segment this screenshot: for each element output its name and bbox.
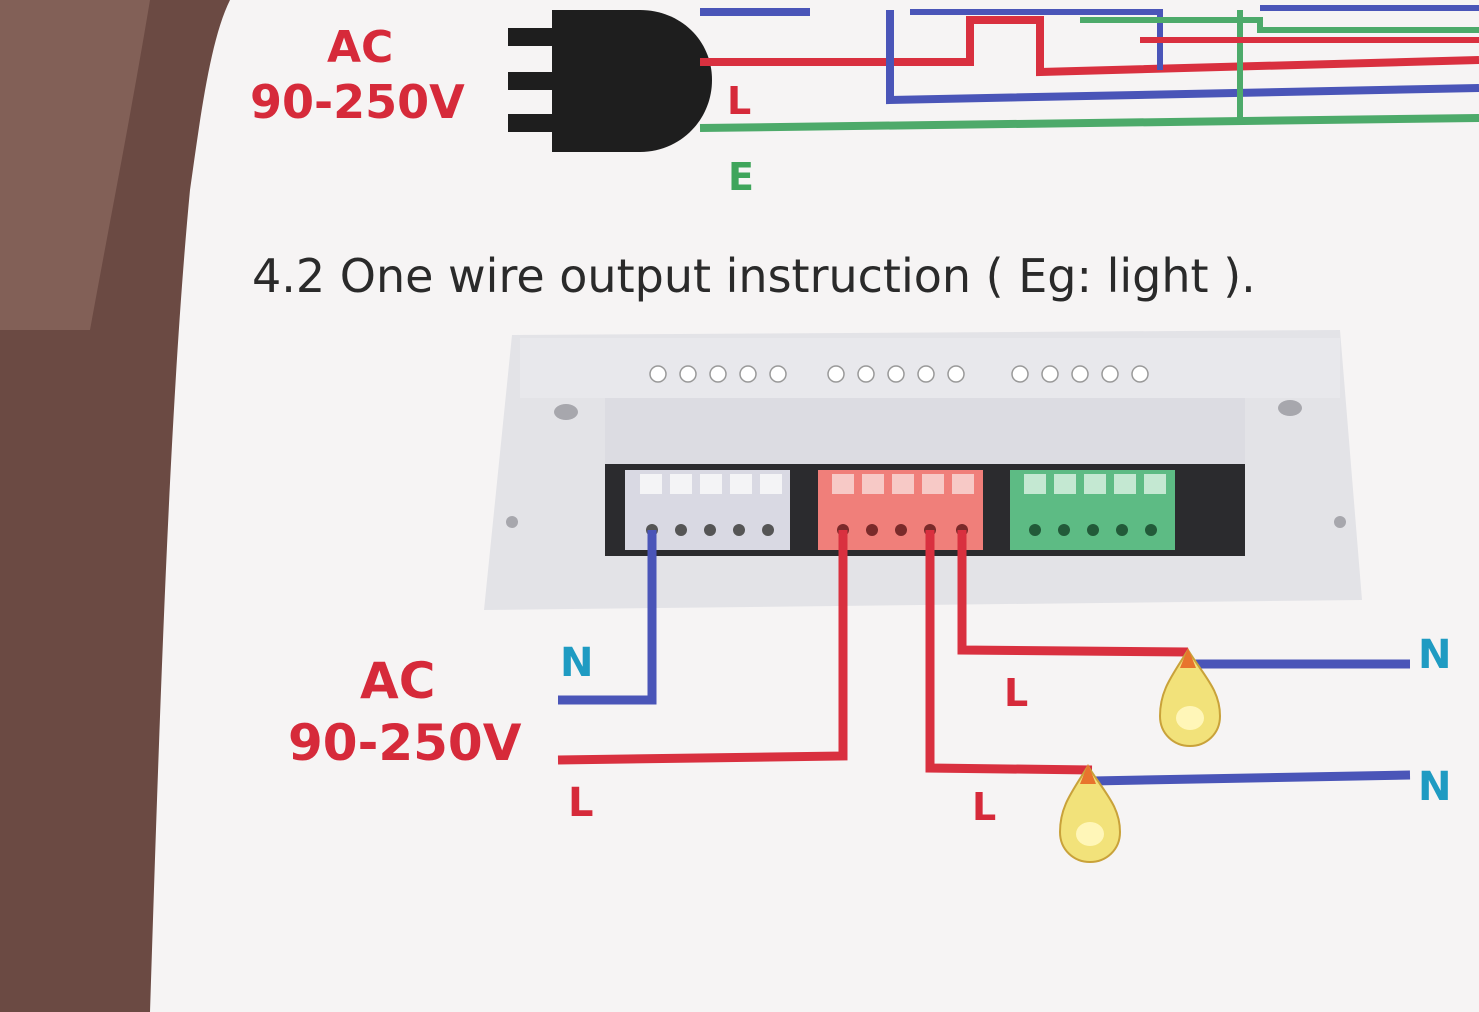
- lamp2-live-label: L: [972, 785, 996, 829]
- lamp1-neutral-label: N: [1418, 632, 1451, 678]
- bulb-icon: [1058, 764, 1122, 864]
- live-input-label: L: [568, 780, 594, 826]
- top-terminal-screws: [649, 365, 1149, 383]
- lamp2-neutral-wire: [1091, 770, 1411, 786]
- terminal-block-green: [1010, 470, 1175, 550]
- neutral-input-wire: [558, 530, 657, 705]
- lamp1-live-wire: [957, 530, 1189, 657]
- relay-module: [484, 330, 1362, 610]
- neutral-input-label: N: [560, 640, 593, 686]
- mount-hole: [554, 404, 578, 420]
- top-ac-label: AC: [327, 22, 393, 73]
- lamp2-live-wire: [925, 530, 1093, 775]
- top-wiring-section: AC 90-250V L E: [250, 5, 1479, 199]
- top-voltage-label: 90-250V: [250, 75, 465, 129]
- bulb-icon: [1158, 648, 1222, 748]
- section-title: 4.2 One wire output instruction ( Eg: li…: [252, 249, 1256, 303]
- plug-icon: [508, 10, 712, 152]
- top-earth-label: E: [728, 155, 754, 199]
- voltage-label: 90-250V: [288, 714, 522, 772]
- top-live-label: L: [727, 79, 751, 123]
- lamp1-live-label: L: [1004, 671, 1028, 715]
- ac-label: AC: [360, 652, 435, 710]
- mount-hole: [1278, 400, 1302, 416]
- live-input-wire: [557, 530, 848, 765]
- lamp2-neutral-label: N: [1418, 764, 1451, 810]
- wires: [557, 530, 1411, 786]
